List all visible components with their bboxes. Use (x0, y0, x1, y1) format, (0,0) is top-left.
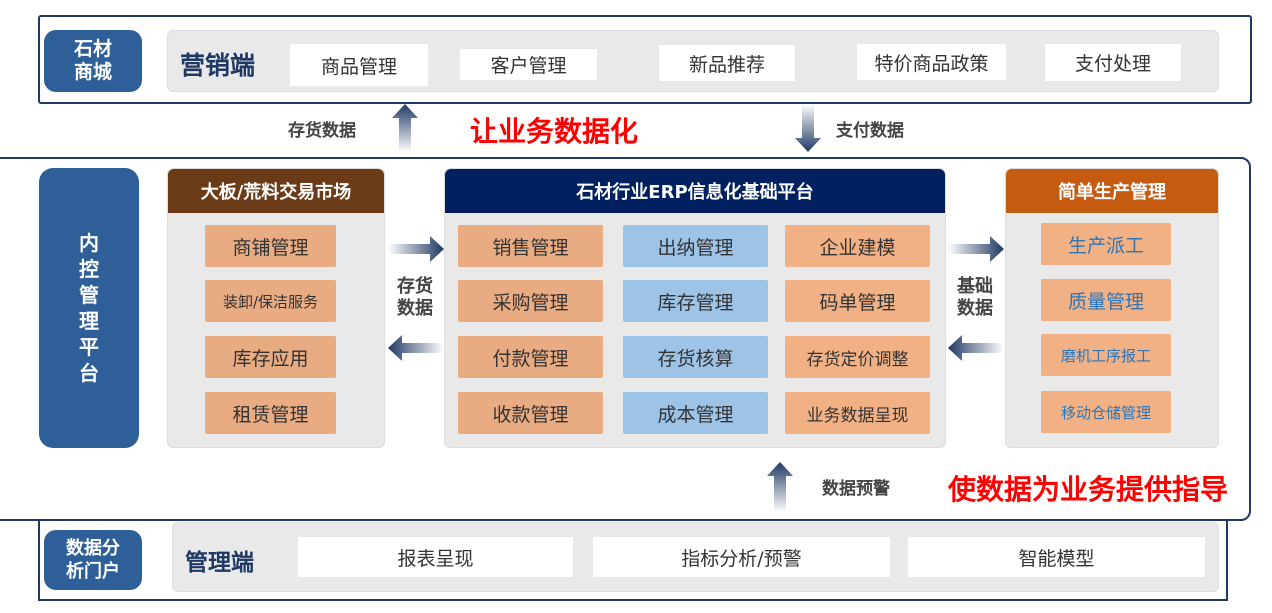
data-warning-label: 数据预警 (822, 479, 890, 499)
erp-item[interactable]: 库存管理 (623, 280, 768, 322)
stone-mall-text: 石材商城 (73, 38, 112, 83)
marketing-item[interactable]: 特价商品政策 (857, 44, 1006, 80)
data-portal-text: 数据分析门户 (66, 538, 120, 582)
slogan-digitize: 让业务数据化 (470, 115, 639, 148)
erp-item[interactable]: 采购管理 (458, 280, 603, 322)
erp-item[interactable]: 销售管理 (458, 225, 603, 267)
base-data-label: 基础数据 (955, 276, 995, 320)
inventory-data-label: 存货数据 (288, 121, 356, 141)
erp-item[interactable]: 出纳管理 (623, 225, 768, 267)
management-frame (38, 519, 1228, 601)
arrow-right-icon (948, 236, 1004, 262)
management-item[interactable]: 指标分析/预警 (593, 537, 890, 577)
production-item[interactable]: 生产派工 (1041, 223, 1171, 265)
production-title: 简单生产管理 (1006, 169, 1218, 213)
arrow-left-icon (948, 335, 1004, 361)
internal-control-frame (0, 157, 1251, 521)
marketing-frame (38, 15, 1252, 104)
internal-control-text: 内控管理平台 (79, 231, 99, 385)
management-item[interactable]: 报表呈现 (298, 537, 573, 577)
marketing-title: 营销端 (180, 51, 256, 80)
erp-item[interactable]: 存货定价调整 (785, 336, 930, 378)
market-item[interactable]: 租赁管理 (205, 392, 336, 434)
production-item[interactable]: 磨机工序报工 (1041, 334, 1171, 376)
erp-item[interactable]: 码单管理 (785, 280, 930, 322)
marketing-item[interactable]: 支付处理 (1045, 44, 1181, 81)
erp-item[interactable]: 付款管理 (458, 336, 603, 378)
slogan-guide: 使数据为业务提供指导 (948, 473, 1229, 506)
marketing-item[interactable]: 商品管理 (290, 44, 428, 86)
inventory-data-label-2: 存货数据 (395, 276, 435, 320)
erp-item[interactable]: 成本管理 (623, 392, 768, 434)
arrow-up-icon (392, 104, 418, 152)
erp-item[interactable]: 业务数据呈现 (785, 392, 930, 434)
data-portal-label: 数据分析门户 (44, 530, 142, 590)
base-data-text: 基础数据 (957, 276, 993, 319)
arrow-up-icon (767, 462, 793, 512)
arrow-left-icon (388, 335, 444, 361)
management-item[interactable]: 智能模型 (908, 537, 1205, 577)
marketing-item[interactable]: 新品推荐 (659, 45, 795, 81)
erp-item[interactable]: 企业建模 (785, 225, 930, 267)
internal-control-label: 内控管理平台 (39, 168, 139, 448)
market-item[interactable]: 库存应用 (205, 336, 336, 378)
production-item[interactable]: 移动仓储管理 (1041, 391, 1171, 433)
erp-item[interactable]: 收款管理 (458, 392, 603, 434)
stone-mall-label: 石材商城 (44, 30, 142, 92)
erp-item[interactable]: 存货核算 (623, 336, 768, 378)
market-item[interactable]: 商铺管理 (205, 225, 336, 267)
market-title: 大板/荒料交易市场 (168, 169, 384, 213)
marketing-item[interactable]: 客户管理 (460, 49, 597, 80)
market-item[interactable]: 装卸/保洁服务 (205, 280, 336, 322)
production-item[interactable]: 质量管理 (1041, 279, 1171, 321)
arrow-down-icon (795, 104, 821, 152)
management-title: 管理端 (185, 550, 254, 576)
erp-title: 石材行业ERP信息化基础平台 (445, 169, 945, 213)
inventory-data-text: 存货数据 (397, 276, 433, 319)
payment-data-label: 支付数据 (836, 121, 904, 141)
arrow-right-icon (388, 236, 444, 262)
